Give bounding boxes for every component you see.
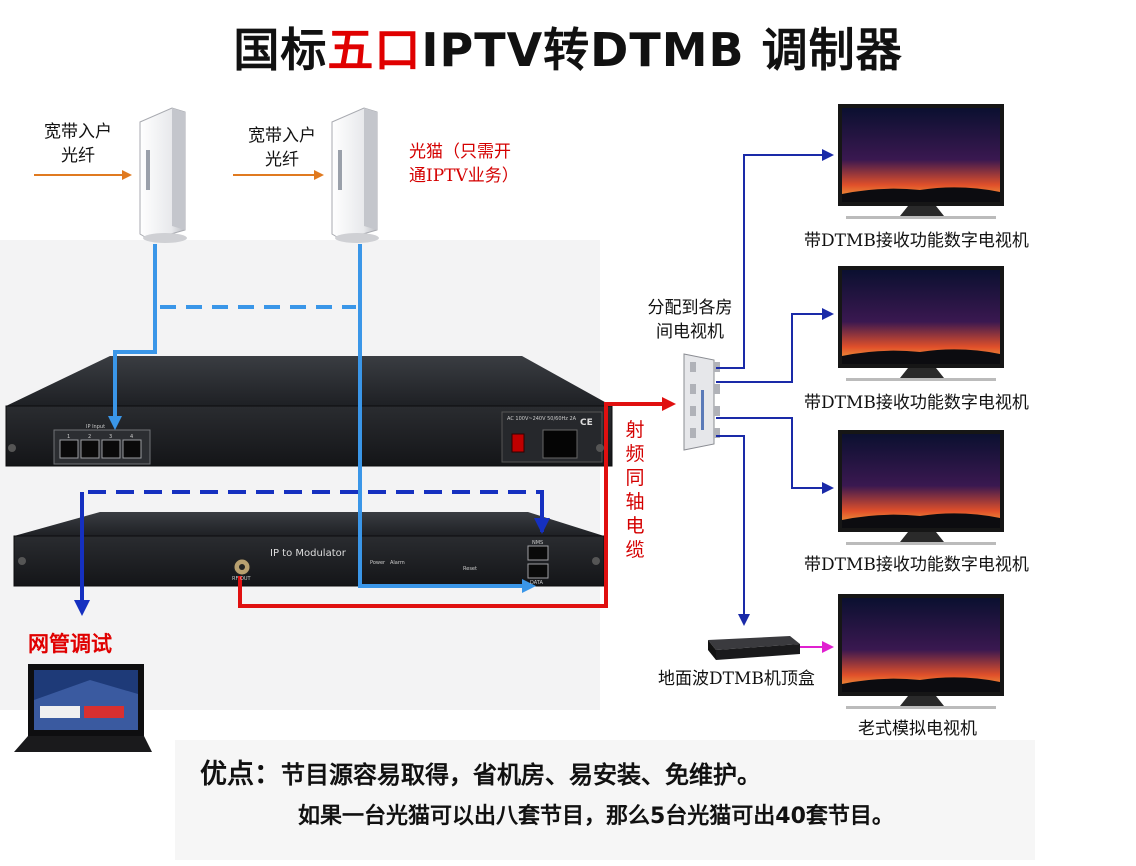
tv-label-4: 老式模拟电视机 xyxy=(858,719,977,739)
digital-tv-2 xyxy=(838,266,1004,381)
ce-mark: CE xyxy=(580,418,593,428)
rf-splitter xyxy=(683,353,720,451)
port-label-2: 2 xyxy=(88,434,92,440)
rf-cable-line xyxy=(238,397,676,608)
rf-out-line-1 xyxy=(716,149,834,369)
reset-label: Reset xyxy=(463,566,477,572)
ip-to-modulator-chassis xyxy=(13,512,605,587)
network-line-1 xyxy=(108,244,157,430)
rf-out-line-4 xyxy=(716,435,750,626)
network-line-2 xyxy=(358,244,536,593)
rf-cable-label: 射频同轴电缆 xyxy=(625,419,645,561)
dtmb-set-top-box xyxy=(708,636,800,660)
background-band xyxy=(0,240,600,710)
data-port-label: DATA xyxy=(530,580,543,586)
alarm-led-label: Alarm xyxy=(390,560,405,566)
modulator-label: IP to Modulator xyxy=(270,548,346,559)
onu-note: 光猫（只需开通IPTV业务） xyxy=(409,142,519,186)
ip-input-label: IP Input xyxy=(86,424,106,430)
stb-label: 地面波DTMB机顶盒 xyxy=(658,669,815,689)
port-label-1: 1 xyxy=(67,434,71,440)
port-label-3: 3 xyxy=(109,434,113,440)
laptop xyxy=(14,664,152,752)
rf-out-port-label: RF OUT xyxy=(232,576,251,582)
port-label-4: 4 xyxy=(130,434,134,440)
distribute-label: 分配到各房间电视机 xyxy=(647,298,733,342)
digital-tv-1 xyxy=(838,104,1004,219)
analog-tv xyxy=(838,594,1004,709)
optical-modem-2 xyxy=(331,107,379,243)
nms-port-label: NMS xyxy=(532,540,544,546)
power-led-label: Power xyxy=(370,560,386,566)
tv-label-2: 带DTMB接收功能数字电视机 xyxy=(804,393,1029,413)
advantages-line-1: 优点：节目源容易取得，省机房、易安装、免维护。 xyxy=(200,759,761,790)
broadband-label-1: 宽带入户光纤 xyxy=(44,122,112,166)
tv-label-3: 带DTMB接收功能数字电视机 xyxy=(804,555,1029,575)
rf-out-line-2 xyxy=(716,308,834,383)
digital-tv-3 xyxy=(838,430,1004,545)
tv-label-1: 带DTMB接收功能数字电视机 xyxy=(804,231,1029,251)
power-spec-label: AC 100V~240V 50/60Hz 2A xyxy=(507,416,577,422)
advantages-background xyxy=(175,740,1035,860)
optical-modem-1 xyxy=(139,107,187,243)
advantages-line-2: 如果一台光猫可以出八套节目，那么5台光猫可出40套节目。 xyxy=(298,804,894,829)
network-mgmt-label: 网管调试 xyxy=(28,632,112,656)
broadband-label-2: 宽带入户光纤 xyxy=(248,126,316,170)
rf-out-line-3 xyxy=(716,417,834,494)
iptv-input-chassis xyxy=(5,356,613,467)
page-title: 国标五口IPTV转DTMB 调制器 xyxy=(233,23,903,77)
